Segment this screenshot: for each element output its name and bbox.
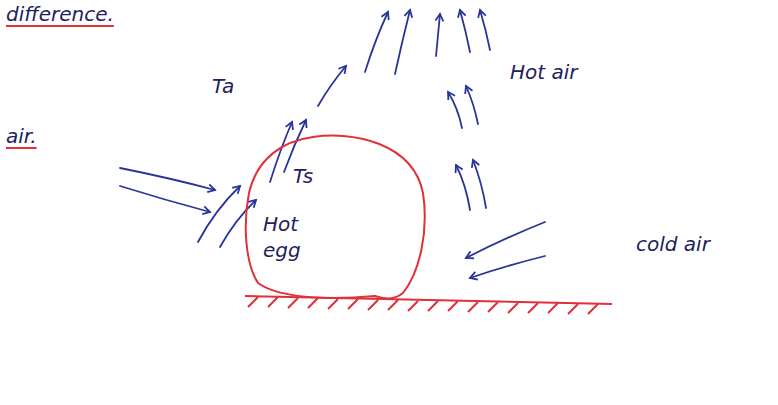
ground-line <box>245 296 612 314</box>
egg-label: Hot egg <box>263 211 313 263</box>
temperature-label: Ta <box>212 74 234 98</box>
flow-label: Hot air <box>510 60 578 84</box>
egg-outline: TsHot egg <box>243 133 429 305</box>
temperature-label: Ts <box>293 163 353 189</box>
heading-fragment: difference. <box>6 2 114 26</box>
air-label: air. <box>6 124 37 148</box>
flow-label: cold air <box>636 232 710 256</box>
